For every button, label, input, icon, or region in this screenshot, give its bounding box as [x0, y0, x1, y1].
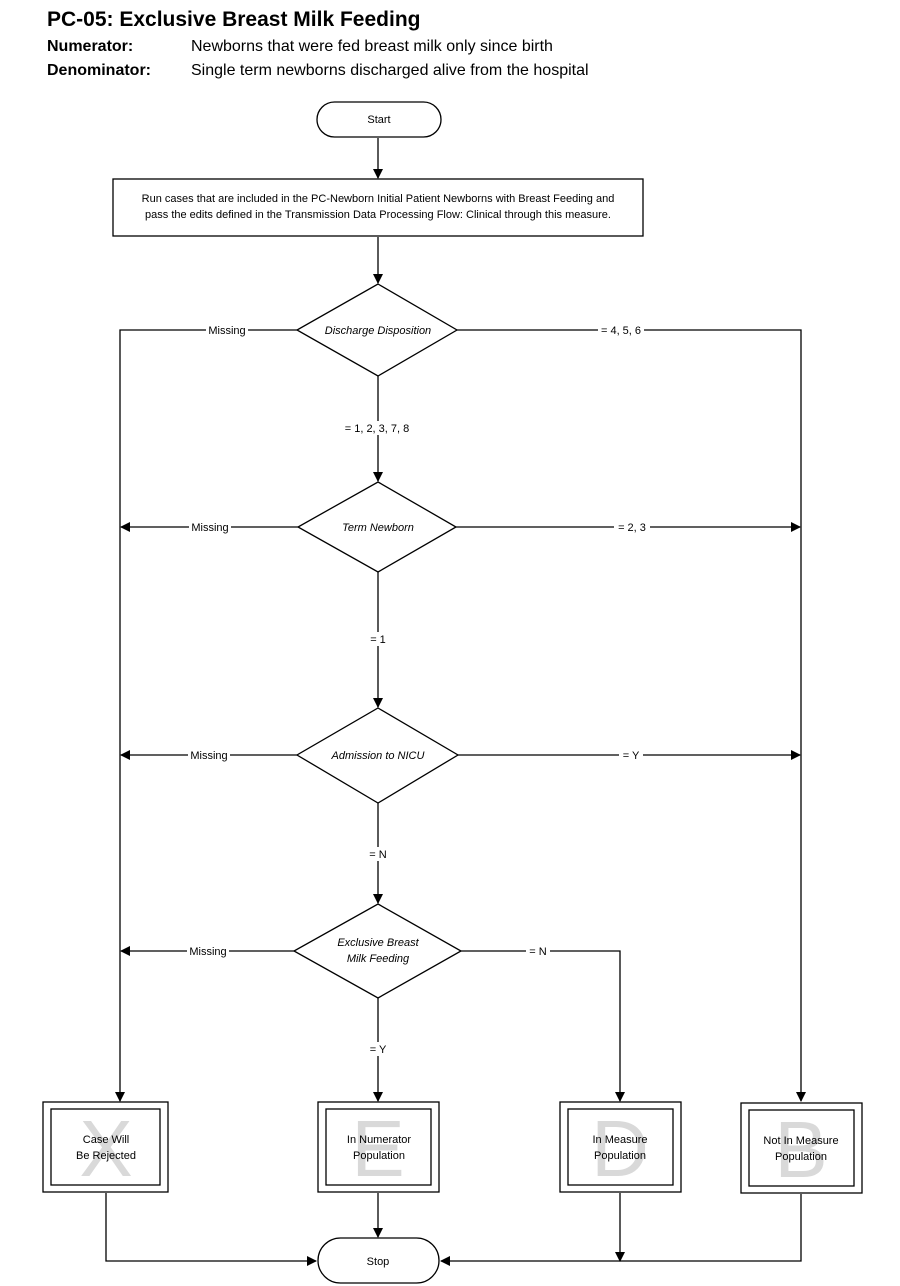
d3-missing-label: Missing [190, 750, 227, 762]
outcome-x-line-1: Case Will [83, 1134, 129, 1146]
numerator-text: Newborns that were fed breast milk only … [191, 38, 553, 55]
d1-missing-label: Missing [208, 325, 245, 337]
decision-term-newborn [296, 481, 458, 573]
stop-terminator [317, 1237, 440, 1284]
start-terminator [316, 101, 442, 138]
denominator-label: Denominator: [47, 62, 151, 79]
connector-d1-missing [115, 329, 297, 1102]
outcome-e-line-1: In Numerator [347, 1134, 412, 1146]
d1-right-label: = 4, 5, 6 [601, 325, 641, 337]
decision-exclusive-breast-milk [292, 903, 463, 999]
d4-down-label: = Y [370, 1044, 387, 1056]
connector-d4-d [461, 950, 625, 1102]
process-line-1: Run cases that are included in the PC-Ne… [142, 193, 615, 205]
stop-label: Stop [367, 1256, 390, 1268]
outcome-x-letter: X [79, 1104, 132, 1193]
page-title: PC-05: Exclusive Breast Milk Feeding [47, 8, 421, 31]
decision-admission-nicu [295, 707, 460, 804]
d4-right-label: = N [529, 946, 546, 958]
process-line-2: pass the edits defined in the Transmissi… [145, 209, 611, 221]
connector-b-stop [440, 1194, 802, 1266]
d3-right-label: = Y [623, 750, 640, 762]
outcome-b-line-1: Not In Measure [763, 1135, 838, 1147]
outcome-b-box [740, 1102, 863, 1194]
connector-x-stop [105, 1193, 317, 1266]
decision-3-label: Admission to NICU [331, 750, 425, 762]
outcome-b-line-2: Population [775, 1151, 827, 1163]
d2-missing-label: Missing [191, 522, 228, 534]
d4-missing-label: Missing [189, 946, 226, 958]
outcome-d-line-1: In Measure [592, 1134, 647, 1146]
d3-down-label: = N [369, 849, 386, 861]
outcome-e-line-2: Population [353, 1150, 405, 1162]
decision-4-line-1: Exclusive Breast [337, 937, 419, 949]
start-label: Start [367, 114, 390, 126]
outcome-b-letter: B [774, 1105, 827, 1194]
numerator-label: Numerator: [47, 38, 134, 55]
outcome-x-line-2: Be Rejected [76, 1150, 136, 1162]
decision-2-label: Term Newborn [342, 522, 414, 534]
outcome-d-line-2: Population [594, 1150, 646, 1162]
outcome-x-box [42, 1101, 169, 1193]
d2-right-label: = 2, 3 [618, 522, 646, 534]
outcome-e-box [317, 1101, 440, 1193]
process-box [112, 178, 644, 237]
denominator-text: Single term newborns discharged alive fr… [191, 62, 589, 79]
decision-4-line-2: Milk Feeding [347, 953, 410, 965]
outcome-d-letter: D [591, 1104, 649, 1193]
d2-down-label: = 1 [370, 634, 386, 646]
connector-d1-right [457, 329, 806, 1102]
decision-1-label: Discharge Disposition [325, 325, 431, 337]
decision-discharge-disposition [295, 283, 459, 377]
outcome-e-letter: E [351, 1104, 404, 1193]
d1-down-label: = 1, 2, 3, 7, 8 [345, 423, 410, 435]
outcome-d-box [559, 1101, 682, 1193]
